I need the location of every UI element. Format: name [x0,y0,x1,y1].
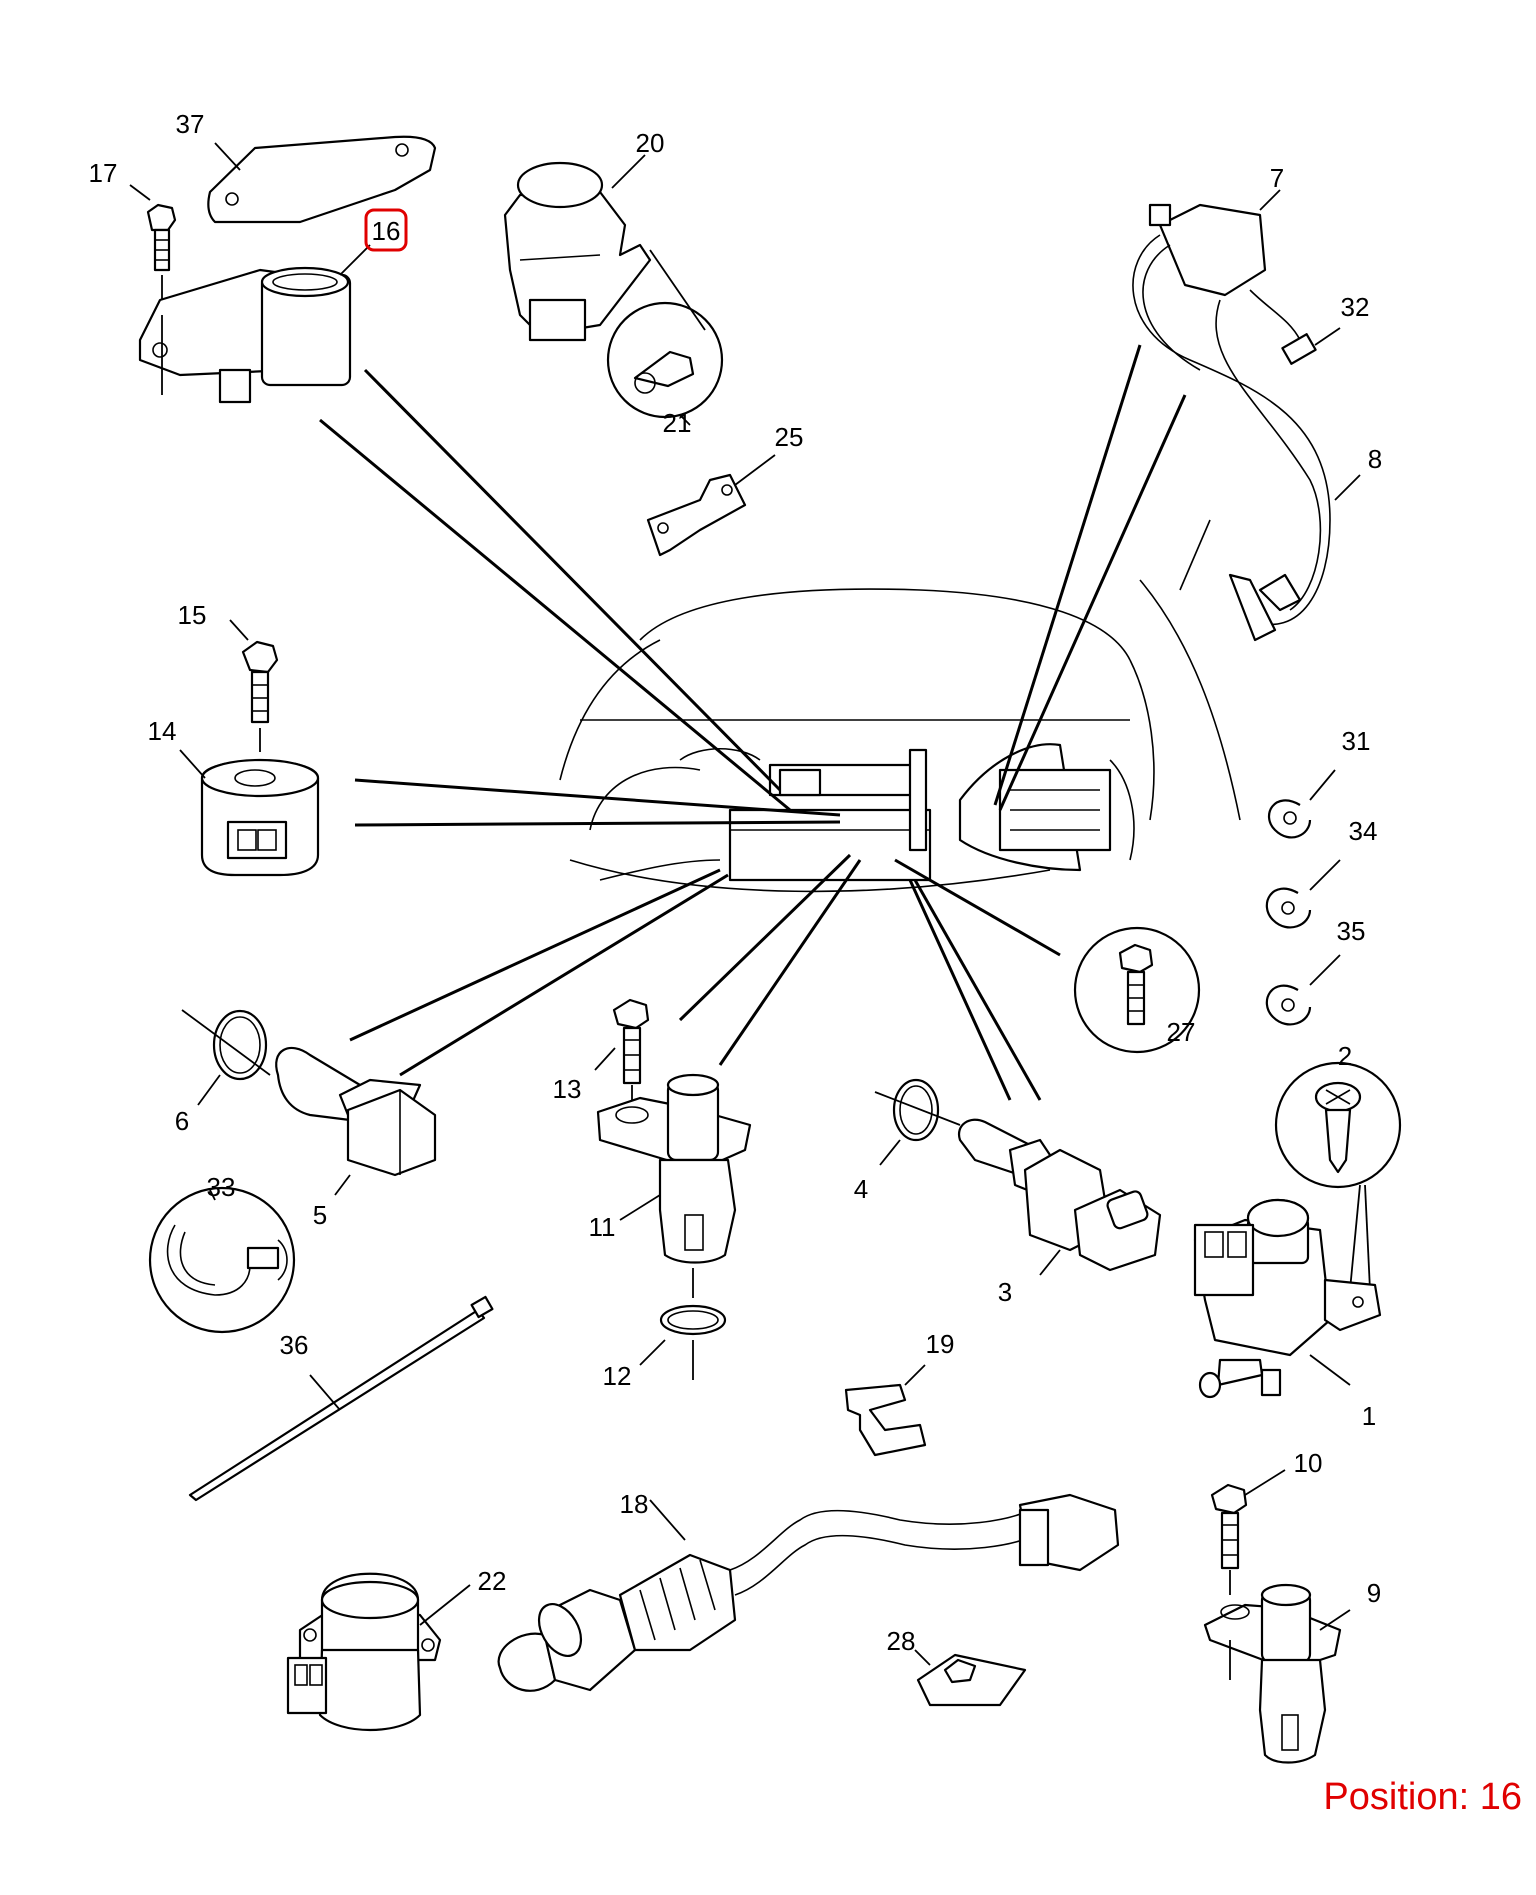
callout-16: 16 [372,216,401,246]
callout-17: 17 [89,158,118,188]
highlight-box [364,208,408,252]
callout-21: 21 [663,408,692,438]
position-label: Position: 16 [1323,1776,1522,1818]
callout-7: 7 [1270,163,1284,193]
part-14-knock-sensor [179,749,320,877]
part-11-sensor [596,1073,752,1264]
callout-14: 14 [148,716,177,746]
callout-12: 12 [603,1361,632,1391]
callout-28: 28 [887,1626,916,1656]
callout-2: 2 [1338,1041,1352,1071]
part-9-cam-sensor [1203,1583,1351,1764]
part-33-clip [148,1186,296,1334]
callout-15: 15 [178,600,207,630]
part-35-clip [1265,954,1341,1026]
part-10-bolt [1210,1469,1286,1595]
part-5-sensor [275,1046,437,1196]
part-13-bolt [594,998,650,1108]
callout-33: 33 [207,1172,236,1202]
callout-13: 13 [553,1074,582,1104]
callout-32: 32 [1341,292,1370,322]
part-1-vacuum-solenoid [1193,1198,1382,1399]
callout-36: 36 [280,1330,309,1360]
callout-37: 37 [176,109,205,139]
part-16-sensor [138,208,408,404]
callout-22: 22 [478,1566,507,1596]
part-20-valve [503,154,724,426]
leader-lines [319,344,1187,1101]
callout-35: 35 [1337,916,1366,946]
callout-9: 9 [1367,1578,1381,1608]
callout-3: 3 [998,1277,1012,1307]
part-17-bolt [129,184,177,300]
callout-5: 5 [313,1200,327,1230]
part-28-clip [914,1649,1027,1707]
callout-34: 34 [1349,816,1378,846]
part-34-clip [1265,859,1341,929]
part-4-o-ring [874,1078,961,1166]
part-2-screw [1274,1061,1402,1291]
part-3-sensor [957,1118,1162,1276]
part-18-o2-sensor [497,1493,1120,1692]
callout-1: 1 [1362,1401,1376,1431]
part-19-clip [844,1364,927,1457]
callout-27: 27 [1167,1017,1196,1047]
part-37-gasket [207,135,437,224]
part-36-cable-tie [188,1295,494,1502]
part-12-o-ring [639,1268,727,1380]
callout-19: 19 [926,1329,955,1359]
callout-4: 4 [854,1174,868,1204]
part-15-bolt [229,619,279,752]
part-22-maf-sensor [286,1572,471,1731]
callout-6: 6 [175,1106,189,1136]
callout-20: 20 [636,128,665,158]
part-7-solenoid [1132,189,1361,642]
callout-31: 31 [1342,726,1371,756]
callout-25: 25 [775,422,804,452]
callout-18: 18 [620,1489,649,1519]
part-25-clip [646,454,776,557]
callout-11: 11 [589,1212,616,1242]
part-6-o-ring [181,1009,271,1106]
part-27-bolt [1073,926,1201,1054]
part-31-clip [1268,769,1336,839]
callout-10: 10 [1294,1448,1323,1478]
callout-labels: 37 17 16 20 21 7 32 8 25 15 14 31 34 35 … [89,109,1383,1656]
callout-8: 8 [1368,444,1382,474]
